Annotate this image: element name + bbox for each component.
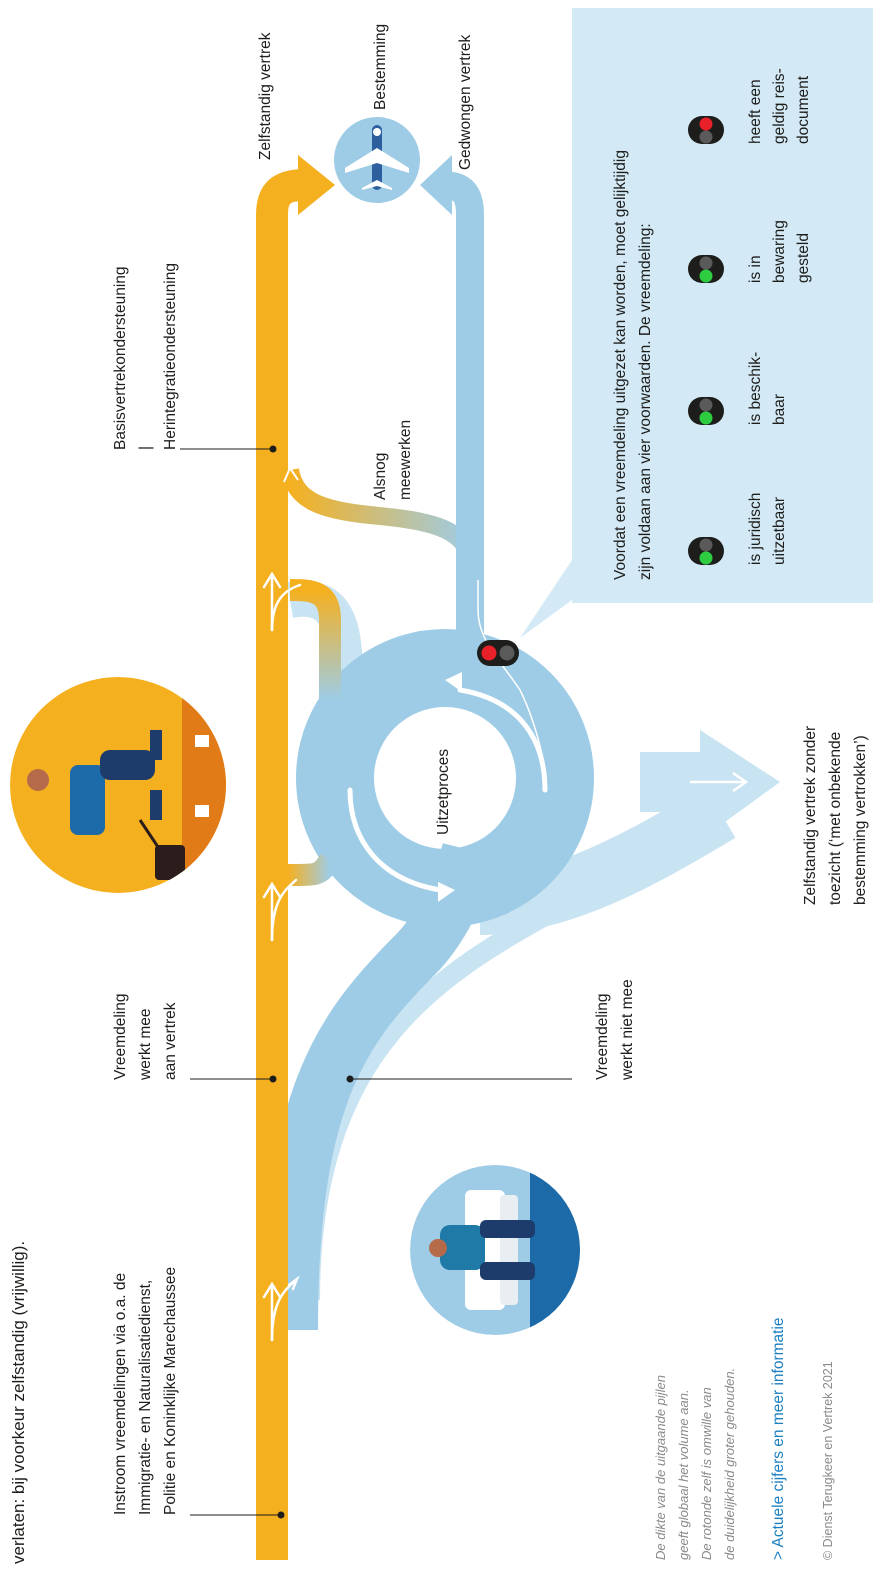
svg-text:heeft een: heeft een [747,79,764,144]
svg-text:De dikte van de uitgaande pijl: De dikte van de uitgaande pijlen [653,1375,668,1560]
svg-text:is juridisch: is juridisch [747,493,764,565]
svg-text:De rotonde zelf is omwille van: De rotonde zelf is omwille van [699,1387,714,1560]
svg-text:Politie en Koninklijke Marecha: Politie en Koninklijke Marechaussee [162,1267,179,1515]
traffic-light-icon [477,640,519,666]
more-info-link[interactable]: > Actuele cijfers en meer informatie [770,1317,787,1560]
footnote: De dikte van de uitgaande pijlen geeft g… [653,1368,737,1560]
yellow-to-roundabout-link [287,853,340,886]
condition-available: is beschik- baar [688,352,788,425]
svg-text:werkt mee: werkt mee [137,1009,154,1082]
uitzetproces-label: Uitzetproces [435,749,452,835]
conditions-panel: Voordat een vreemdeling uitgezet kan wor… [520,8,873,638]
svg-text:Vreemdeling: Vreemdeling [112,994,129,1080]
alsnog-label: Alsnog meewerken [372,420,414,500]
condition-valid-travel-document: heeft een geldig reis- document [688,68,812,144]
conditions-intro-2: zijn voldaan aan vier voorwaarden. De vr… [637,223,654,580]
svg-text:bestemming vertrokken’): bestemming vertrokken’) [852,735,869,905]
svg-text:geldig reis-: geldig reis- [771,68,788,144]
forced-departure-arrowhead [420,155,452,215]
svg-text:|: | [137,446,154,450]
zelfstandig-vertrek-label: Zelfstandig vertrek [257,32,274,160]
svg-text:meewerken: meewerken [397,420,414,500]
person-walking-with-suitcase-illustration [10,677,226,893]
intro-text: verlaten: bij voorkeur zelfstandig (vrij… [9,1241,28,1564]
svg-text:Instroom vreemdelingen via o.a: Instroom vreemdelingen via o.a. de [112,1273,129,1515]
airplane-icon [345,125,409,190]
bestemming-label: Bestemming [372,24,389,110]
unknown-destination-inner-arrow [690,771,749,793]
leader-dots [269,445,354,1519]
unknown-destination-arrow [640,730,780,840]
svg-text:Vreemdeling: Vreemdeling [594,994,611,1080]
roundabout-direction-arrows [347,687,548,893]
svg-text:Alsnog: Alsnog [372,453,389,500]
svg-text:werkt niet mee: werkt niet mee [619,979,636,1081]
forced-flow-entry [262,842,498,1331]
svg-text:aan vertrek: aan vertrek [162,1002,179,1080]
copyright-text: © Dienst Terugkeer en Vertrek 2021 [821,1361,835,1560]
destination [334,117,420,203]
svg-text:document: document [795,75,812,144]
svg-text:baar: baar [771,394,788,425]
condition-in-custody: is in bewaring gesteld [688,220,812,283]
conditions-intro-1: Voordat een vreemdeling uitgezet kan wor… [612,150,629,580]
svg-text:gesteld: gesteld [795,233,812,283]
lane-arrows-voluntary [262,571,302,1342]
svg-text:Herintegratieondersteuning: Herintegratieondersteuning [162,263,179,450]
leader-lines [180,448,572,1516]
support-labels: Basisvertrekondersteuning | Herintegrati… [112,263,179,450]
svg-text:geeft globaal het volume aan.: geeft globaal het volume aan. [676,1389,691,1560]
voluntary-arrowhead [298,155,335,215]
werkt-niet-mee-label: Vreemdeling werkt niet mee [594,979,636,1081]
person-sitting-on-bench-illustration [410,1165,580,1335]
svg-text:de duidelijkheid groter gehoud: de duidelijkheid groter gehouden. [722,1368,737,1560]
instroom-label: Instroom vreemdelingen via o.a. de Immig… [112,1267,179,1515]
svg-text:bewaring: bewaring [771,220,788,283]
svg-text:Basisvertrekondersteuning: Basisvertrekondersteuning [112,266,129,450]
condition-legally-deportable: is juridisch uitzetbaar [688,493,788,565]
svg-text:toezicht (‘met onbekende: toezicht (‘met onbekende [827,732,844,905]
svg-text:uitzetbaar: uitzetbaar [771,497,788,565]
forced-departure-flow [439,171,484,700]
zonder-toezicht-label: Zelfstandig vertrek zonder toezicht (‘me… [802,726,869,905]
gedwongen-vertrek-label: Gedwongen vertrek [457,34,474,170]
werkt-mee-label: Vreemdeling werkt mee aan vertrek [112,994,179,1081]
svg-text:Immigratie- en Naturalisatiedi: Immigratie- en Naturalisatiedienst, [137,1280,154,1515]
svg-text:is in: is in [747,255,764,283]
svg-text:is beschik-: is beschik- [747,352,764,425]
svg-text:Zelfstandig vertrek zonder: Zelfstandig vertrek zonder [802,726,819,905]
